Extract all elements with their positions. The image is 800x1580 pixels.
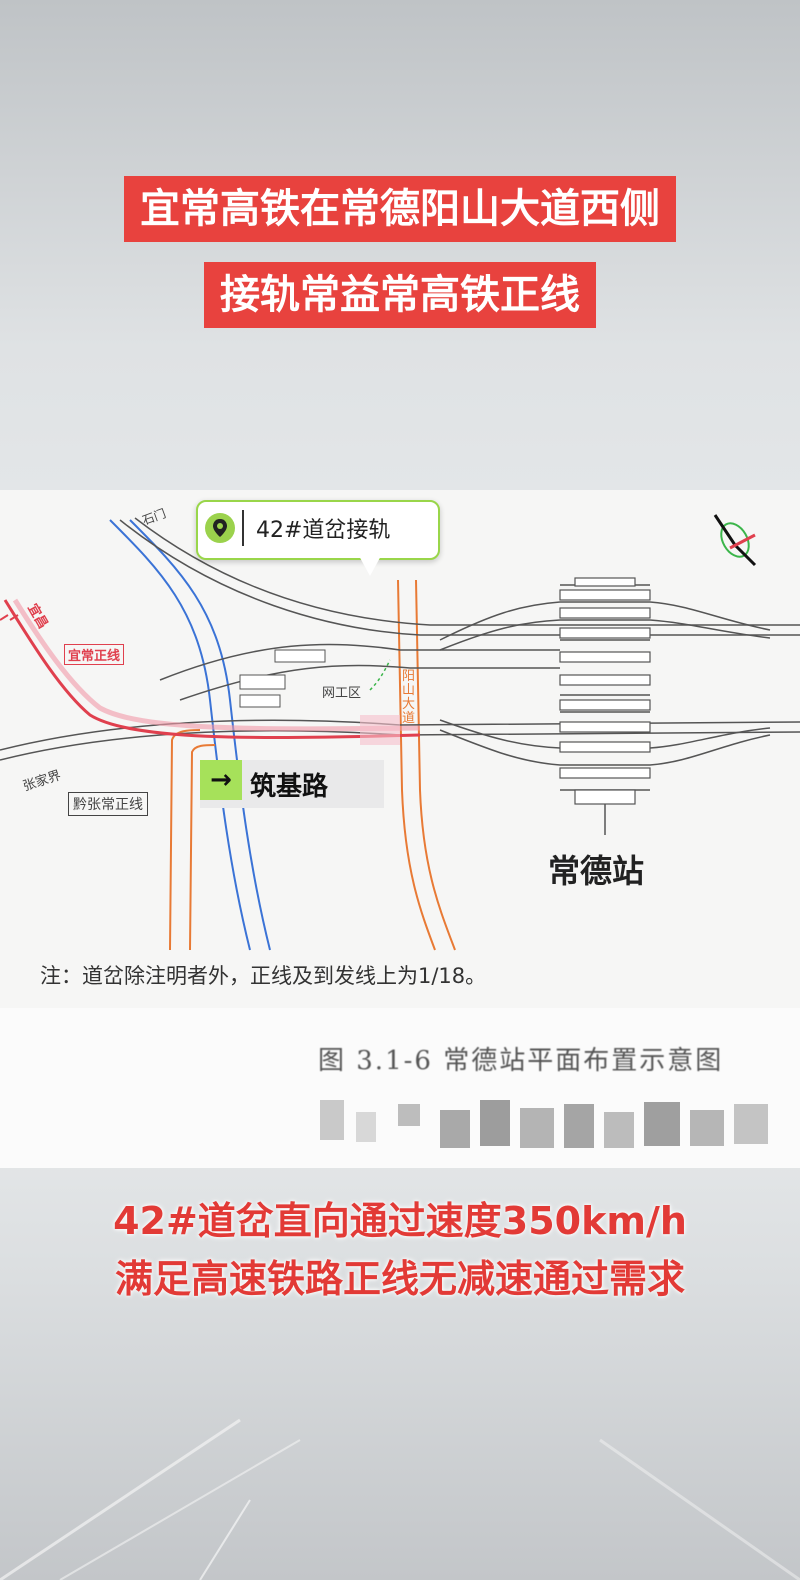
road-label: 筑基路 xyxy=(250,772,329,802)
station-layout-diagram xyxy=(0,490,800,1010)
arrow-right-icon: → xyxy=(200,760,242,800)
junction-label: 42#道岔接轨 xyxy=(256,518,391,543)
diagram-note: 注：道岔除注明者外，正线及到发线上为1/18。 xyxy=(40,964,487,988)
label-yangshan-road: 阳山大道 xyxy=(402,669,416,726)
headline-line2: 接轨常益常高铁正线 xyxy=(204,262,596,328)
callout-line2: 满足高速铁路正线无减速通过需求 xyxy=(114,1257,685,1301)
bubble-tail xyxy=(358,554,382,576)
label-qianzhang-mainline: 黔张常正线 xyxy=(68,792,148,816)
junction-callout-bubble xyxy=(196,500,440,560)
station-name: 常德站 xyxy=(548,852,645,890)
figure-caption: 图 3.1-6 常德站平面布置示意图 xyxy=(318,1046,724,1076)
document-panel xyxy=(0,1008,800,1168)
location-pin-icon xyxy=(205,513,235,543)
label-maintenance-area: 网工区 xyxy=(322,686,362,701)
label-yichang-mainline: 宜常正线 xyxy=(64,644,125,665)
callout-line1: 42#道岔直向通过速度350km/h xyxy=(113,1199,687,1243)
bubble-divider xyxy=(242,510,244,546)
headline-line1: 宜常高铁在常德阳山大道西侧 xyxy=(124,176,676,242)
background-streaks xyxy=(0,1418,800,1580)
